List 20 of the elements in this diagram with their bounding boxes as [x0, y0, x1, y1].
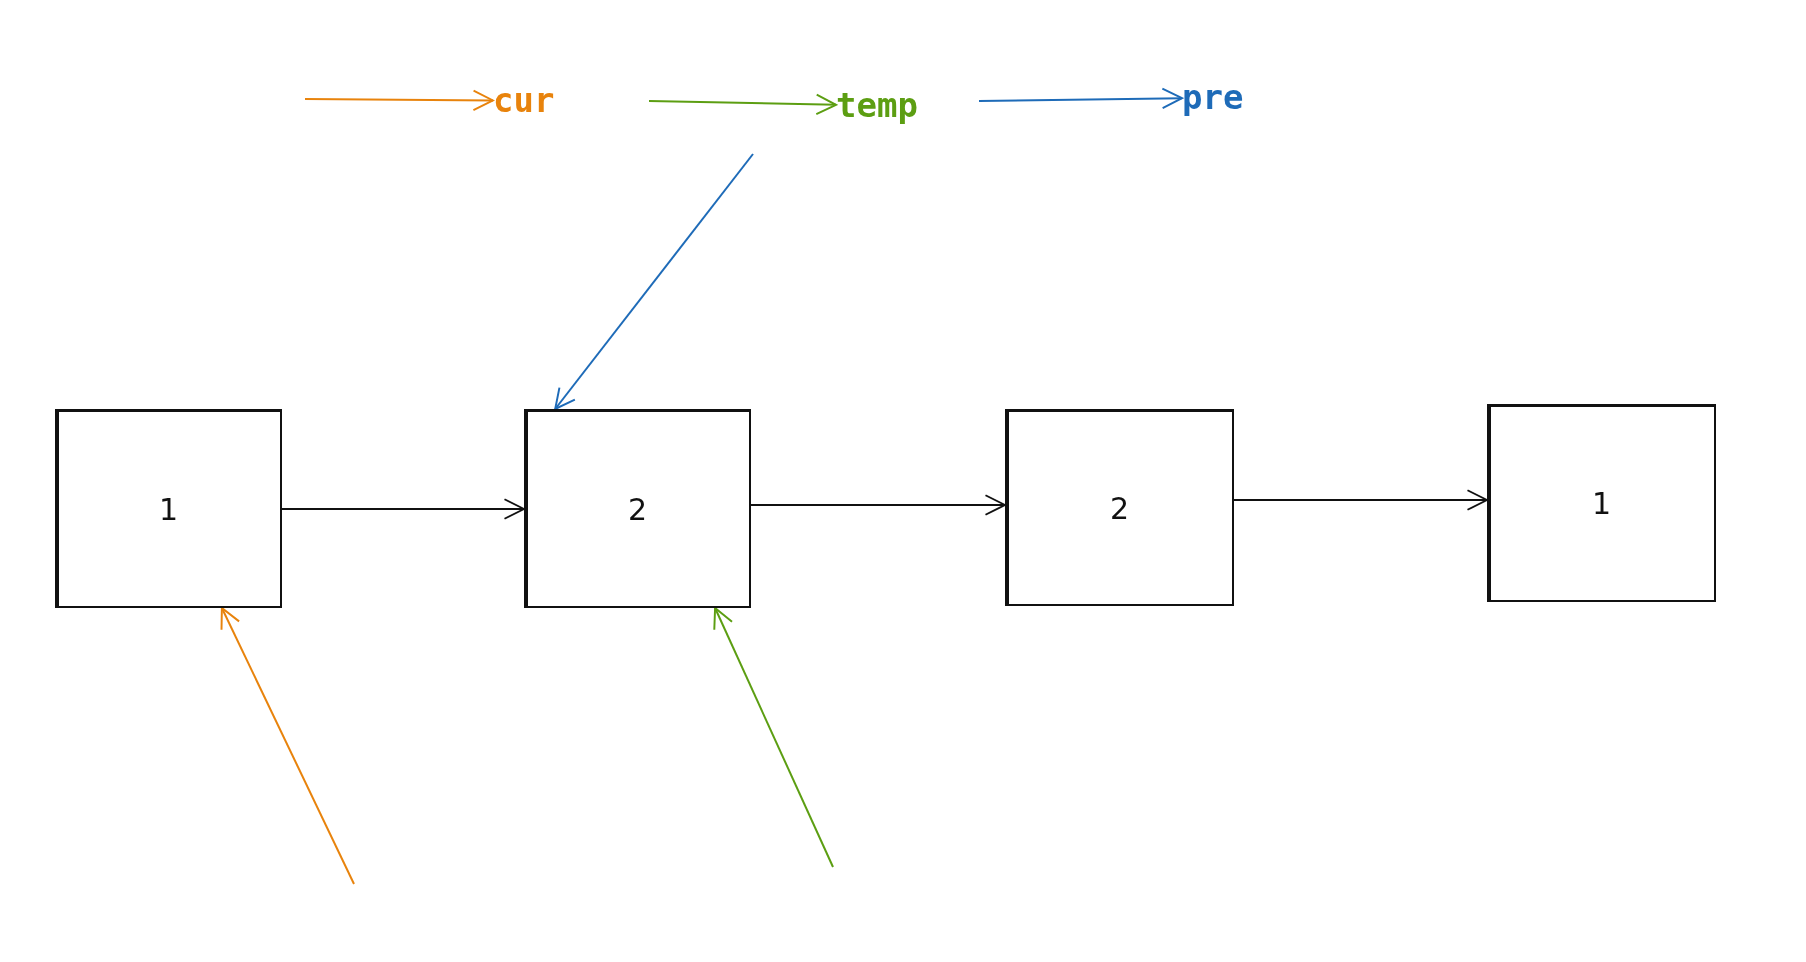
node-value: 2: [627, 491, 648, 526]
pointer-label: temp: [836, 87, 918, 125]
arrow: [648, 93, 837, 116]
arrow: [304, 89, 494, 112]
list-node-box: [1005, 409, 1234, 606]
arrow: [978, 87, 1183, 110]
arrow: [220, 607, 355, 885]
list-node-box: [55, 409, 282, 608]
arrow: [713, 607, 834, 868]
arrow: [281, 498, 525, 520]
node-value: 1: [158, 491, 179, 526]
node-value: 1: [1591, 485, 1612, 521]
pointer-label: pre: [1182, 79, 1244, 117]
list-node-box: [524, 409, 751, 608]
arrow: [1233, 489, 1488, 511]
arrow: [554, 153, 754, 410]
arrow: [750, 494, 1006, 516]
pointer-label: cur: [493, 82, 555, 120]
list-node-box: [1487, 404, 1716, 602]
node-value: 2: [1109, 490, 1130, 525]
